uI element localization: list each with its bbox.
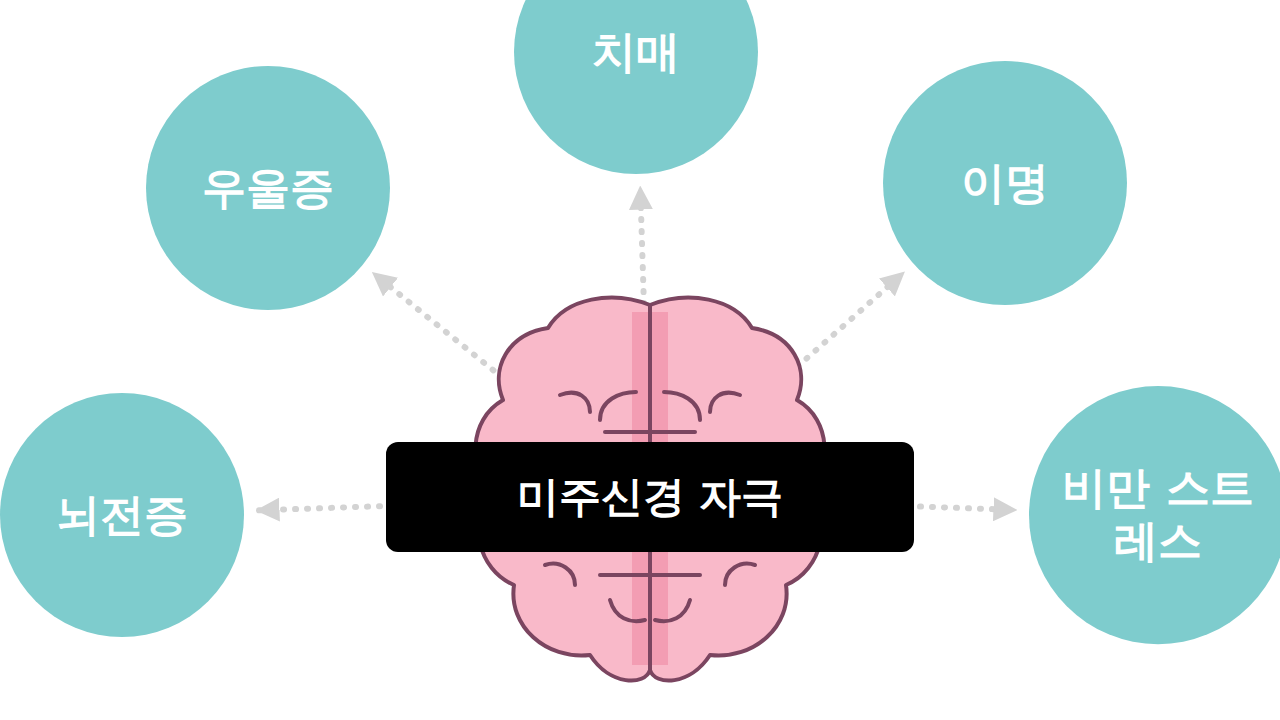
brain-fold: [664, 392, 700, 420]
dotted-arrow: [258, 506, 380, 510]
node-label: 뇌전증: [56, 489, 188, 542]
brain-fold: [605, 430, 695, 434]
brain-fold: [655, 600, 690, 621]
dotted-arrow: [920, 507, 1015, 510]
condition-circle: 우울증: [146, 66, 390, 310]
node-label: 치매: [592, 26, 680, 79]
node-label: 비만 스트레스: [1058, 462, 1258, 568]
brain: [476, 298, 825, 681]
brain-fold: [600, 392, 636, 420]
brain-fold: [710, 393, 740, 412]
brain-fold: [545, 564, 575, 585]
label-box: 미주신경 자극: [386, 442, 914, 552]
condition-circle: 이명: [883, 61, 1127, 305]
condition-circle: 뇌전증: [0, 393, 244, 637]
brain-fold: [600, 573, 700, 577]
brain-fold: [560, 393, 590, 412]
brain-fold: [610, 600, 645, 621]
circle-fill: [514, 0, 758, 174]
circle-fill: [146, 66, 390, 310]
condition-circle: 치매: [514, 0, 758, 174]
node-label: 이명: [961, 157, 1049, 210]
brain-fold: [725, 564, 755, 585]
circle-fill: [0, 393, 244, 637]
node-label: 미주신경 자극: [517, 472, 784, 522]
node-label: 우울증: [202, 162, 334, 215]
circle-fill: [883, 61, 1127, 305]
circle-fill: [1029, 386, 1280, 644]
condition-circle: 비만 스트레스: [1029, 386, 1280, 644]
